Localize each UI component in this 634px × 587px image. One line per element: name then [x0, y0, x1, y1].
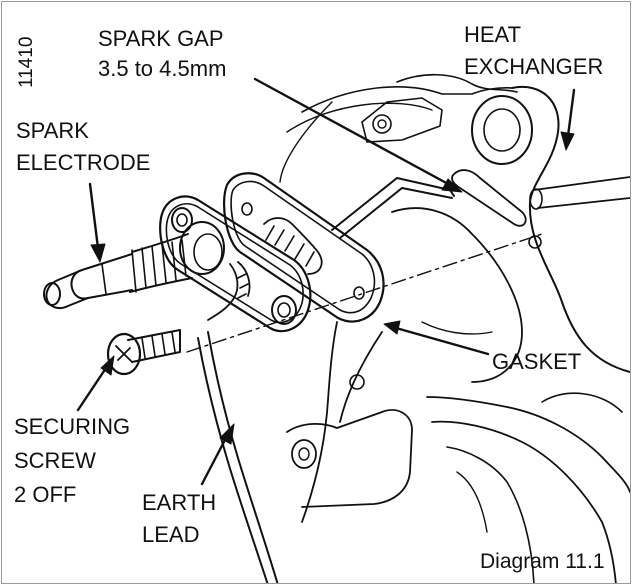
gasket-drawing — [223, 172, 385, 323]
alignment-axis — [186, 233, 543, 353]
label-line: SECURING — [14, 414, 131, 439]
electrode-back-drawing — [263, 217, 323, 275]
label-line: ELECTRODE — [16, 150, 151, 175]
earth-lead-drawing — [197, 331, 279, 583]
electrode-plate-drawing — [159, 195, 312, 333]
label-line: 2 OFF — [14, 482, 77, 507]
electrode-wire-drawing — [331, 177, 455, 239]
label-line: SPARK — [16, 118, 89, 143]
label-line: EXCHANGER — [464, 54, 604, 79]
label-line: EARTH — [142, 490, 217, 515]
spark-electrode-drawing — [43, 221, 251, 321]
label-line: GASKET — [492, 349, 582, 374]
diagram-caption: Diagram 11.1 — [480, 550, 605, 573]
label-line: LEAD — [142, 522, 200, 547]
label-line: HEAT — [464, 22, 522, 47]
label-line: 3.5 to 4.5mm — [98, 56, 227, 81]
heat-exchanger-drawing — [279, 73, 630, 583]
label-line: SPARK GAP — [98, 26, 224, 51]
figure-number: 11410 — [16, 36, 37, 88]
label-line: SCREW — [14, 448, 96, 473]
securing-screw-drawing — [106, 329, 181, 376]
callout-arrows — [76, 77, 576, 486]
